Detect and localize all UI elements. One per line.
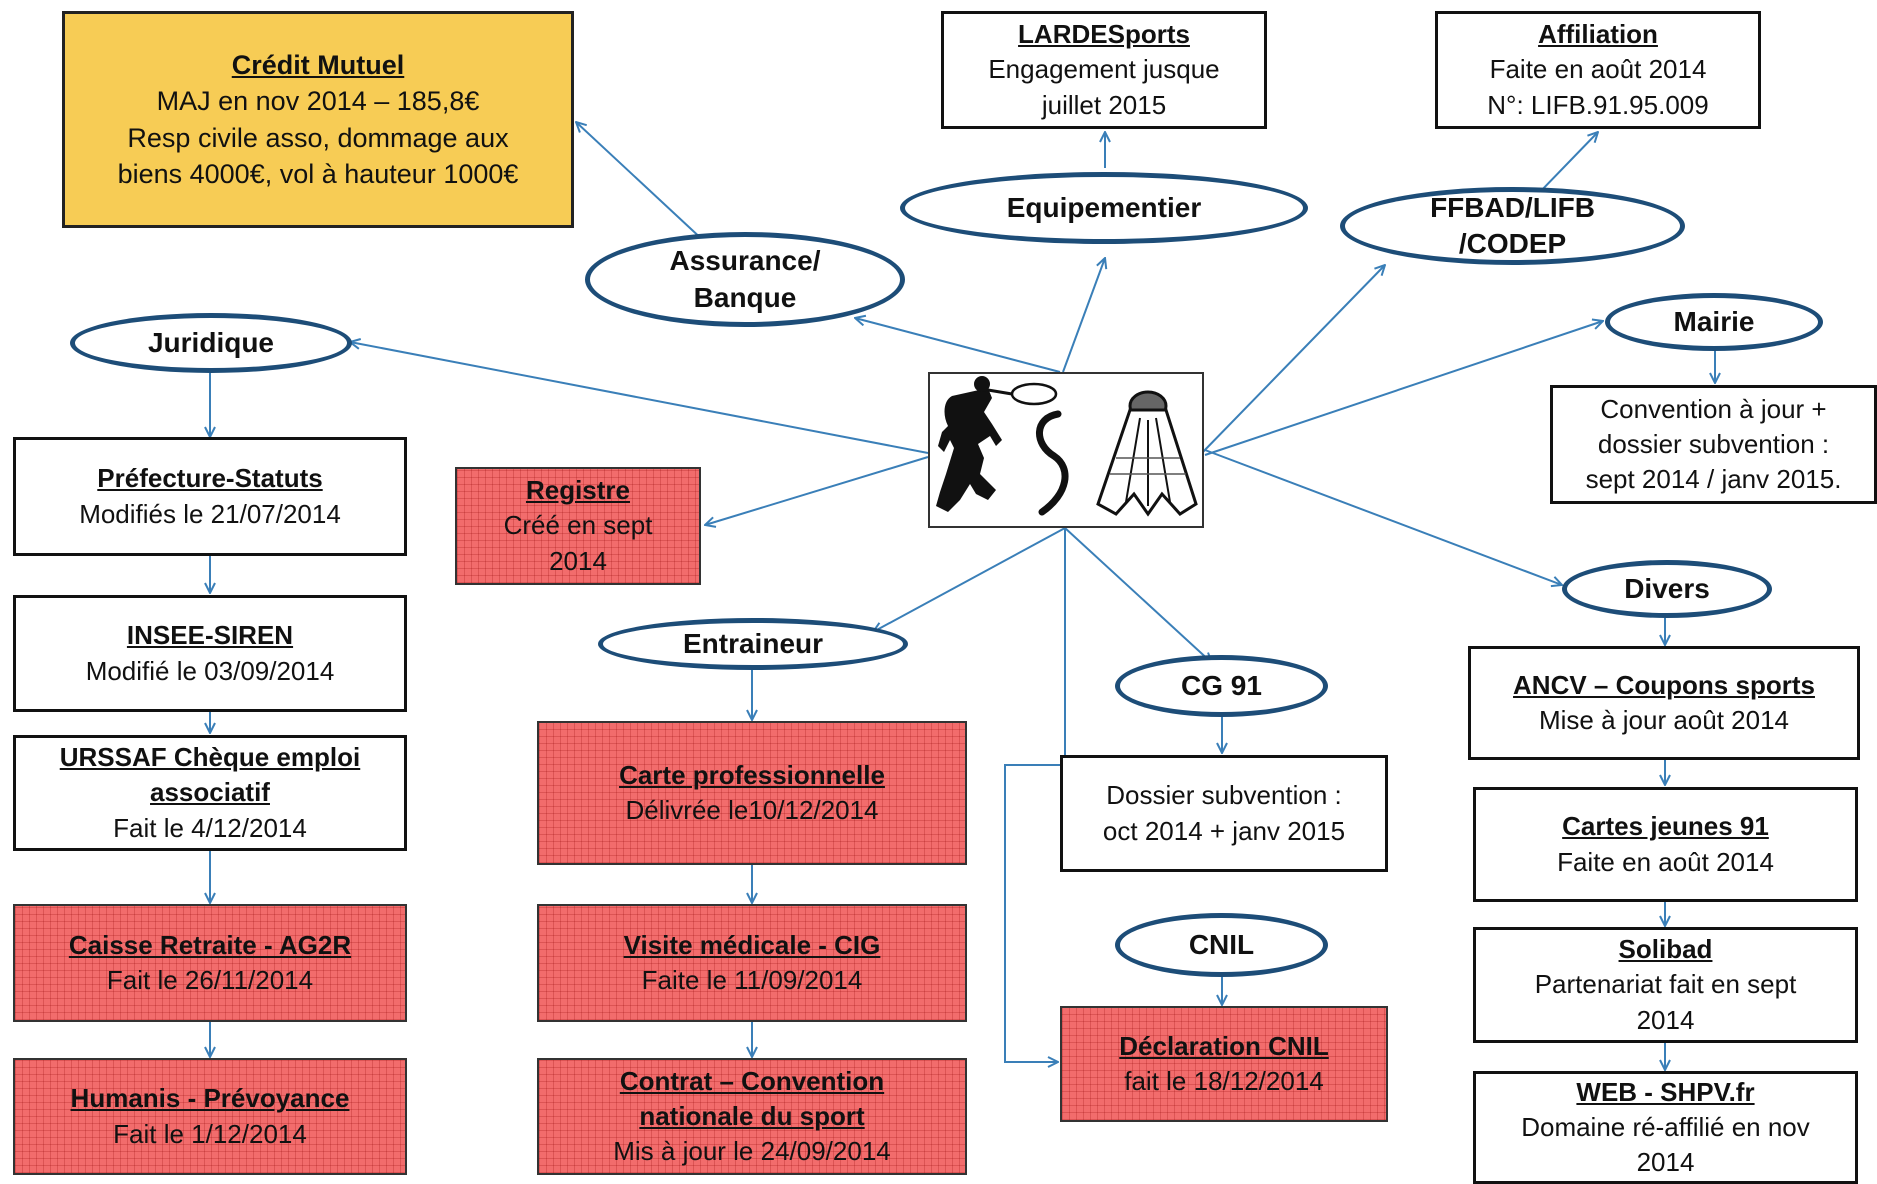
cg91-dossier-line: oct 2014 + janv 2015 [1102,815,1346,846]
node-juridique-label: Juridique [147,326,274,358]
carte-pro-line: Délivrée le10/12/2014 [625,795,879,825]
box-lardesports: LARDESports Engagement jusque juillet 20… [941,11,1267,129]
lardesports-line: Engagement jusque [988,54,1220,85]
node-entraineur: Entraineur [598,618,908,670]
box-prefecture-statuts: Préfecture-Statuts Modifiés le 21/07/201… [13,437,407,556]
cnil-decl-title: Déclaration CNIL [1119,1030,1329,1061]
affiliation-title: Affiliation [1538,19,1658,50]
box-urssaf: URSSAF Chèque emploi associatif Fait le … [13,735,407,851]
contrat-title: nationale du sport [639,1100,865,1131]
solibad-line: Partenariat fait en sept [1534,969,1797,1000]
node-ffbad-label-1: FFBAD/LIFB [1430,191,1595,223]
box-humanis: Humanis - Prévoyance Fait le 1/12/2014 [13,1058,407,1175]
cartes-jeunes-title: Cartes jeunes 91 [1562,811,1769,842]
box-ancv: ANCV – Coupons sports Mise à jour août 2… [1468,646,1860,760]
caisse-title: Caisse Retraite - AG2R [68,929,352,960]
box-insee-siren: INSEE-SIREN Modifié le 03/09/2014 [13,595,407,712]
node-ffbad-lifb-codep: FFBAD/LIFB /CODEP [1340,187,1685,265]
node-mairie-label: Mairie [1673,305,1755,337]
carte-pro-title: Carte professionnelle [619,759,885,790]
box-carte-professionnelle: Carte professionnelle Délivrée le10/12/2… [537,721,967,865]
credit-mutuel-line: Resp civile asso, dommage aux [127,122,509,153]
mairie-convention-line: dossier subvention : [1597,428,1830,459]
node-ffbad-label-2: /CODEP [1458,228,1567,259]
insee-title: INSEE-SIREN [126,620,294,651]
node-mairie: Mairie [1605,293,1823,351]
node-divers-label: Divers [1624,572,1710,604]
node-cnil-label: CNIL [1188,928,1255,960]
ancv-line: Mise à jour août 2014 [1538,705,1790,735]
box-credit-mutuel: Crédit Mutuel MAJ en nov 2014 – 185,8€ R… [62,11,574,228]
node-cnil: CNIL [1115,913,1328,977]
node-assurance-banque: Assurance/ Banque [585,232,905,327]
registre-title: Registre [525,475,631,506]
urssaf-title: associatif [150,777,270,808]
box-declaration-cnil: Déclaration CNIL fait le 18/12/2014 [1060,1006,1388,1122]
contrat-line: Mis à jour le 24/09/2014 [613,1136,891,1167]
node-assurance-label-2: Banque [693,281,797,313]
node-entraineur-label: Entraineur [682,627,824,659]
box-cartes-jeunes-91: Cartes jeunes 91 Faite en août 2014 [1473,787,1858,902]
contrat-title: Contrat – Convention [619,1065,885,1096]
solibad-title: Solibad [1618,934,1713,965]
humanis-line: Fait le 1/12/2014 [113,1118,307,1149]
box-caisse-retraite: Caisse Retraite - AG2R Fait le 26/11/201… [13,904,407,1022]
node-cg91: CG 91 [1115,655,1328,717]
cg91-dossier-line: Dossier subvention : [1106,780,1342,811]
credit-mutuel-title: Crédit Mutuel [231,49,405,80]
credit-mutuel-line: MAJ en nov 2014 – 185,8€ [156,86,480,117]
affiliation-line: N°: LIFB.91.95.009 [1487,89,1709,120]
caisse-line: Fait le 26/11/2014 [106,965,314,995]
web-line: 2014 [1636,1147,1695,1178]
ancv-title: ANCV – Coupons sports [1513,669,1815,700]
insee-line: Modifié le 03/09/2014 [85,655,335,686]
box-solibad: Solibad Partenariat fait en sept 2014 [1473,927,1858,1043]
mairie-convention-line: sept 2014 / janv 2015. [1585,464,1842,495]
visite-line: Faite le 11/09/2014 [641,965,863,995]
node-assurance-label-1: Assurance/ [669,245,821,277]
web-line: Domaine ré-affilié en nov [1521,1111,1810,1142]
node-equipementier: Equipementier [900,172,1308,244]
box-mairie-convention: Convention à jour + dossier subvention :… [1550,385,1877,504]
box-registre: Registre Créé en sept 2014 [455,467,701,585]
cnil-decl-line: fait le 18/12/2014 [1124,1066,1324,1096]
box-visite-medicale: Visite médicale - CIG Faite le 11/09/201… [537,904,967,1022]
registre-line: Créé en sept [503,510,653,541]
box-cg91-dossier: Dossier subvention : oct 2014 + janv 201… [1060,755,1388,872]
box-affiliation: Affiliation Faite en août 2014 N°: LIFB.… [1435,11,1761,129]
registre-line: 2014 [549,545,607,576]
urssaf-line: Fait le 4/12/2014 [113,812,307,843]
urssaf-title: URSSAF Chèque emploi [59,742,361,773]
box-web-shpv: WEB - SHPV.fr Domaine ré-affilié en nov … [1473,1071,1858,1184]
esa-logo [928,372,1204,528]
cartes-jeunes-line: Faite en août 2014 [1557,846,1774,877]
node-equipementier-label: Equipementier [1006,191,1202,223]
credit-mutuel-line: biens 4000€, vol à hauteur 1000€ [117,158,519,189]
node-cg91-label: CG 91 [1181,669,1262,701]
solibad-line: 2014 [1636,1004,1695,1035]
mairie-convention-line: Convention à jour + [1600,393,1827,424]
node-divers: Divers [1562,560,1772,618]
affiliation-line: Faite en août 2014 [1489,54,1707,85]
lardesports-title: LARDESports [1018,19,1190,50]
prefecture-line: Modifiés le 21/07/2014 [79,498,341,529]
box-contrat-convention: Contrat – Convention nationale du sport … [537,1058,967,1175]
prefecture-title: Préfecture-Statuts [97,463,323,494]
humanis-title: Humanis - Prévoyance [70,1083,350,1114]
node-juridique: Juridique [70,313,352,373]
badminton-logo-icon [936,376,1198,517]
lardesports-line: juillet 2015 [1041,89,1167,120]
web-title: WEB - SHPV.fr [1576,1076,1755,1107]
visite-title: Visite médicale - CIG [623,929,881,960]
